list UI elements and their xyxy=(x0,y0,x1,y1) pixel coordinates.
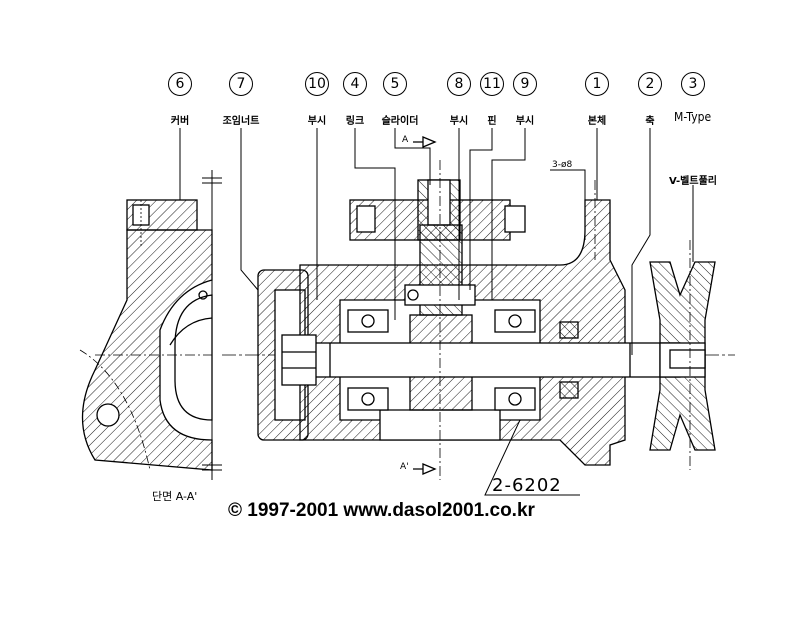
callout-11: 11 xyxy=(477,72,507,96)
callout-label-bush-8: 부시 xyxy=(449,116,469,127)
callout-label-m-type: M-Type xyxy=(674,110,712,124)
callout-number: 10 xyxy=(305,72,329,96)
section-caption: 단면 A-A' xyxy=(152,490,198,503)
callout-label-pin: 핀 xyxy=(487,116,497,127)
callout-number: 9 xyxy=(513,72,537,96)
section-mark-bottom: A' xyxy=(400,462,409,472)
callout-label-clamp-nut: 조임너트 xyxy=(222,116,260,127)
callout-3: 3 xyxy=(678,72,708,96)
callout-label-slider: 슬라이더 xyxy=(381,116,419,127)
pulley-label: V-벨트풀리 xyxy=(669,176,717,187)
section-mark-top: A xyxy=(402,135,409,145)
callout-number: 1 xyxy=(585,72,609,96)
hole-note: 3-ø8 xyxy=(552,160,573,170)
callout-10: 10 xyxy=(302,72,332,96)
callout-number: 6 xyxy=(168,72,192,96)
callout-2: 2 xyxy=(635,72,665,96)
callout-number: 7 xyxy=(229,72,253,96)
leader-lines xyxy=(179,128,694,496)
callout-label-shaft: 축 xyxy=(645,116,655,127)
callout-8: 8 xyxy=(444,72,474,96)
callout-9: 9 xyxy=(510,72,540,96)
callout-label-bush-10: 부시 xyxy=(307,116,327,127)
callout-number: 11 xyxy=(480,72,504,96)
callout-label-link: 링크 xyxy=(345,116,365,127)
callout-label-body: 본체 xyxy=(587,116,607,127)
callout-label-cover: 커버 xyxy=(170,116,190,127)
callout-number: 8 xyxy=(447,72,471,96)
callout-1: 1 xyxy=(582,72,612,96)
callout-number: 5 xyxy=(383,72,407,96)
callout-4: 4 xyxy=(340,72,370,96)
bearing-note: 2-6202 xyxy=(492,475,562,496)
callout-label-bush-9: 부시 xyxy=(515,116,535,127)
section-view-aa xyxy=(79,170,222,480)
copyright-text: © 1997-2001 www.dasol2001.co.kr xyxy=(228,500,535,521)
callout-7: 7 xyxy=(226,72,256,96)
main-section-view xyxy=(222,136,735,480)
callout-5: 5 xyxy=(380,72,410,96)
callout-6: 6 xyxy=(165,72,195,96)
callout-number: 4 xyxy=(343,72,367,96)
callout-number: 2 xyxy=(638,72,662,96)
callout-number: 3 xyxy=(681,72,705,96)
